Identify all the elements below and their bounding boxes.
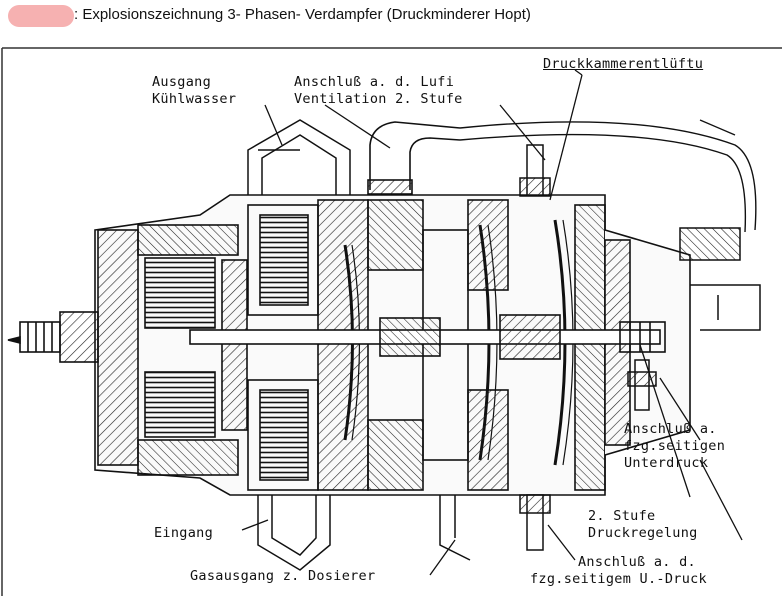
label-kuehlwasser: Kühlwasser <box>152 91 237 107</box>
label-zweite-stufe: 2. Stufe <box>588 508 656 524</box>
evaporator-exploded-drawing <box>1 47 782 596</box>
label-druckregelung: Druckregelung <box>588 525 698 541</box>
water-outlet-fitting <box>247 119 351 200</box>
page-title: : Explosionszeichnung 3- Phasen- Verdamp… <box>74 6 531 23</box>
redaction-mark <box>8 5 74 27</box>
label-druckkammer: Druckkammerentlüftu <box>543 56 704 72</box>
label-fzg-u-druck: fzg.seitigem U.-Druck <box>530 571 707 587</box>
label-anschluss-a: Anschluß a. <box>624 421 717 437</box>
label-gasausgang: Gasausgang z. Dosierer <box>190 568 376 584</box>
leader-lines <box>241 69 743 576</box>
label-anschluss-lufi: Anschluß a. d. Lufi <box>294 74 455 90</box>
title-bar: : Explosionszeichnung 3- Phasen- Verdamp… <box>0 0 782 38</box>
label-anschluss-ad: Anschluß a. d. <box>578 554 696 570</box>
gas-outlet <box>257 495 471 571</box>
label-fzg-seitigen: fzg.seitigen <box>624 438 726 454</box>
label-ausgang: Ausgang <box>152 74 211 90</box>
right-connectors <box>679 227 761 331</box>
label-ventilation: Ventilation 2. Stufe <box>294 91 463 107</box>
hose-elbow <box>367 121 757 233</box>
label-unterdruck: Unterdruck <box>624 455 709 471</box>
drawing-frame <box>1 47 782 596</box>
inlet-fitting <box>7 311 99 363</box>
label-eingang: Eingang <box>154 525 213 541</box>
vertical-nozzles <box>519 144 657 551</box>
